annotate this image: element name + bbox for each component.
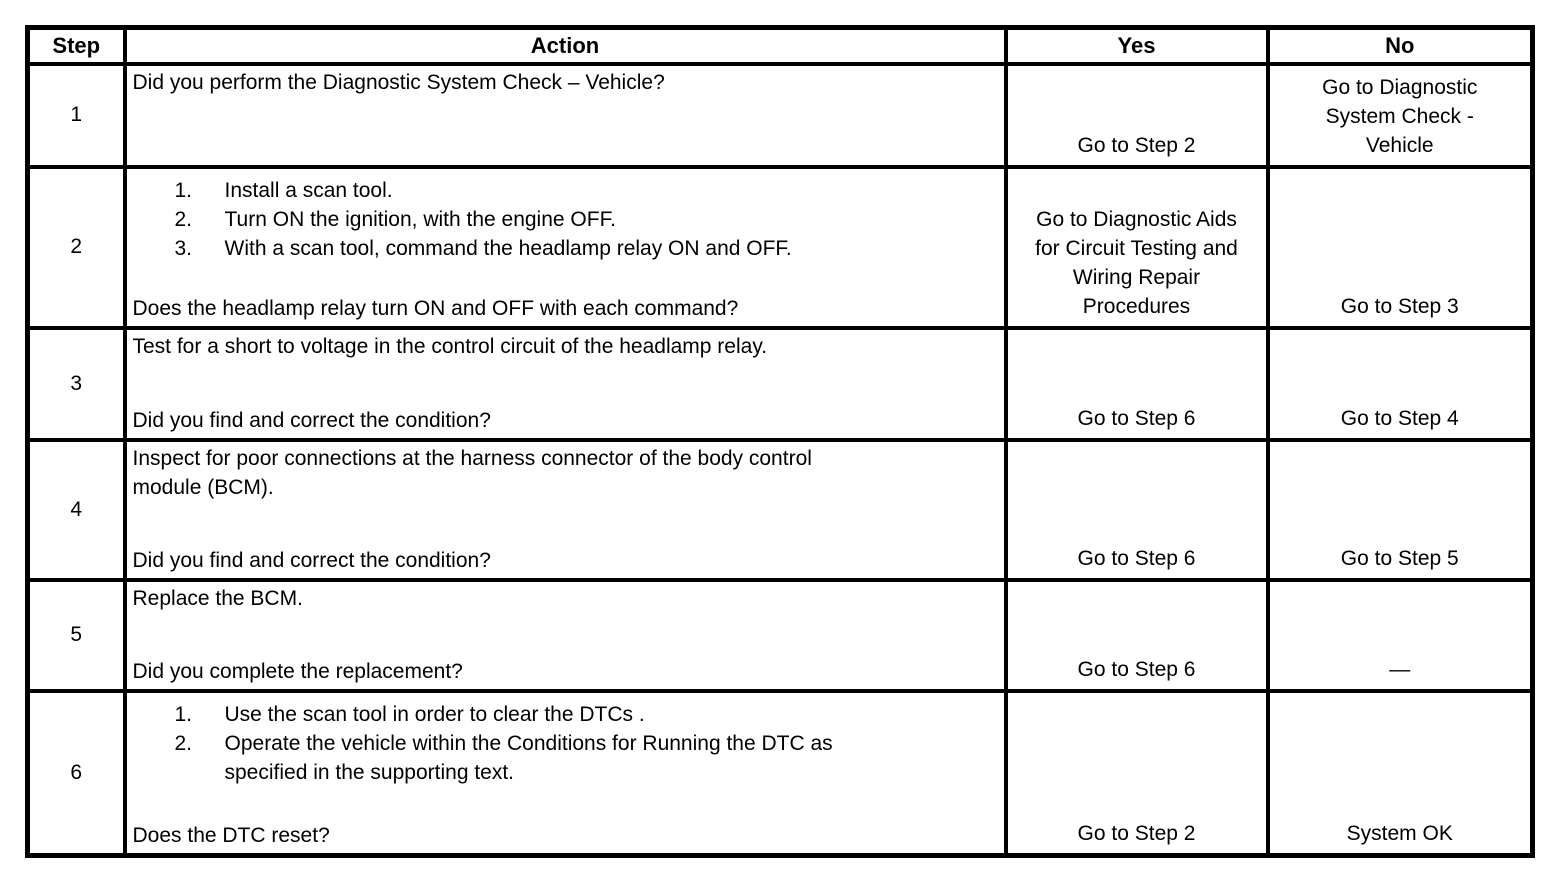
- action-intro: Replace the BCM.: [132, 586, 303, 610]
- step-cell: 6: [25, 688, 127, 858]
- yes-cell: Go to Step 6: [1003, 325, 1270, 442]
- list-item: 3. With a scan tool, command the headlam…: [133, 234, 996, 263]
- action-question: Did you complete the replacement?: [132, 659, 463, 683]
- step-cell: 4: [25, 437, 127, 582]
- no-cell: Go to Step 4: [1265, 325, 1535, 442]
- action-cell: Inspect for poor connections at the harn…: [122, 437, 1008, 582]
- header-action: Action: [122, 25, 1008, 66]
- list-item: 2. Operate the vehicle within the Condit…: [133, 729, 996, 787]
- list-item: 2. Turn ON the ignition, with the engine…: [133, 205, 996, 234]
- diagnostic-table: Step Action Yes No 1 Did you perform the…: [25, 25, 1535, 858]
- step-cell: 3: [25, 325, 127, 442]
- list-item: 1. Install a scan tool.: [133, 176, 996, 205]
- action-intro: Did you perform the Diagnostic System Ch…: [132, 70, 665, 94]
- no-cell: —: [1265, 577, 1535, 693]
- list-number: 1.: [174, 178, 193, 202]
- list-item: 1. Use the scan tool in order to clear t…: [133, 700, 996, 729]
- action-cell: Replace the BCM. Did you complete the re…: [122, 577, 1008, 693]
- action-cell: Did you perform the Diagnostic System Ch…: [122, 61, 1008, 169]
- table-row: 5 Replace the BCM. Did you complete the …: [25, 577, 1535, 693]
- table-row: 6 1. Use the scan tool in order to clear…: [25, 688, 1535, 858]
- list-number: 2.: [174, 731, 193, 755]
- no-cell: System OK: [1265, 688, 1535, 858]
- table-row: 2 1. Install a scan tool. 2. Turn ON the…: [25, 164, 1535, 330]
- table-row: 1 Did you perform the Diagnostic System …: [25, 61, 1535, 169]
- step-cell: 5: [25, 577, 127, 693]
- numbered-list: 1. Use the scan tool in order to clear t…: [133, 700, 996, 787]
- header-step: Step: [25, 25, 127, 66]
- action-question: Does the headlamp relay turn ON and OFF …: [132, 296, 739, 320]
- yes-cell: Go to Step 6: [1003, 437, 1270, 582]
- header-yes: Yes: [1003, 25, 1270, 66]
- action-cell: Test for a short to voltage in the contr…: [122, 325, 1008, 442]
- no-cell: Go to Step 3: [1265, 164, 1535, 330]
- action-question: Does the DTC reset?: [132, 824, 330, 847]
- list-text: Install a scan tool.: [224, 178, 393, 202]
- action-intro: Inspect for poor connections at the harn…: [132, 446, 812, 499]
- no-cell: Go to Diagnostic System Check - Vehicle: [1265, 61, 1535, 169]
- numbered-list: 1. Install a scan tool. 2. Turn ON the i…: [133, 176, 996, 263]
- action-cell: 1. Install a scan tool. 2. Turn ON the i…: [122, 164, 1008, 330]
- table-row: 4 Inspect for poor connections at the ha…: [25, 437, 1535, 582]
- yes-cell: Go to Step 2: [1003, 61, 1270, 169]
- step-cell: 2: [25, 164, 127, 330]
- step-cell: 1: [25, 61, 127, 169]
- action-question: Did you find and correct the condition?: [132, 548, 491, 572]
- list-text: Turn ON the ignition, with the engine OF…: [224, 207, 616, 231]
- list-number: 2.: [174, 207, 193, 231]
- table-header-row: Step Action Yes No: [25, 25, 1535, 66]
- header-no: No: [1265, 25, 1535, 66]
- list-number: 3.: [174, 236, 193, 260]
- list-text: Use the scan tool in order to clear the …: [224, 702, 645, 726]
- table-row: 3 Test for a short to voltage in the con…: [25, 325, 1535, 442]
- yes-cell: Go to Diagnostic Aids for Circuit Testin…: [1003, 164, 1270, 330]
- yes-cell: Go to Step 6: [1003, 577, 1270, 693]
- action-intro: Test for a short to voltage in the contr…: [132, 334, 768, 358]
- list-number: 1.: [174, 702, 193, 726]
- no-cell: Go to Step 5: [1265, 437, 1535, 582]
- yes-cell: Go to Step 2: [1003, 688, 1270, 858]
- action-question: Did you find and correct the condition?: [132, 408, 491, 432]
- list-text: With a scan tool, command the headlamp r…: [224, 236, 792, 260]
- action-cell: 1. Use the scan tool in order to clear t…: [122, 688, 1008, 858]
- list-text: Operate the vehicle within the Condition…: [224, 731, 833, 784]
